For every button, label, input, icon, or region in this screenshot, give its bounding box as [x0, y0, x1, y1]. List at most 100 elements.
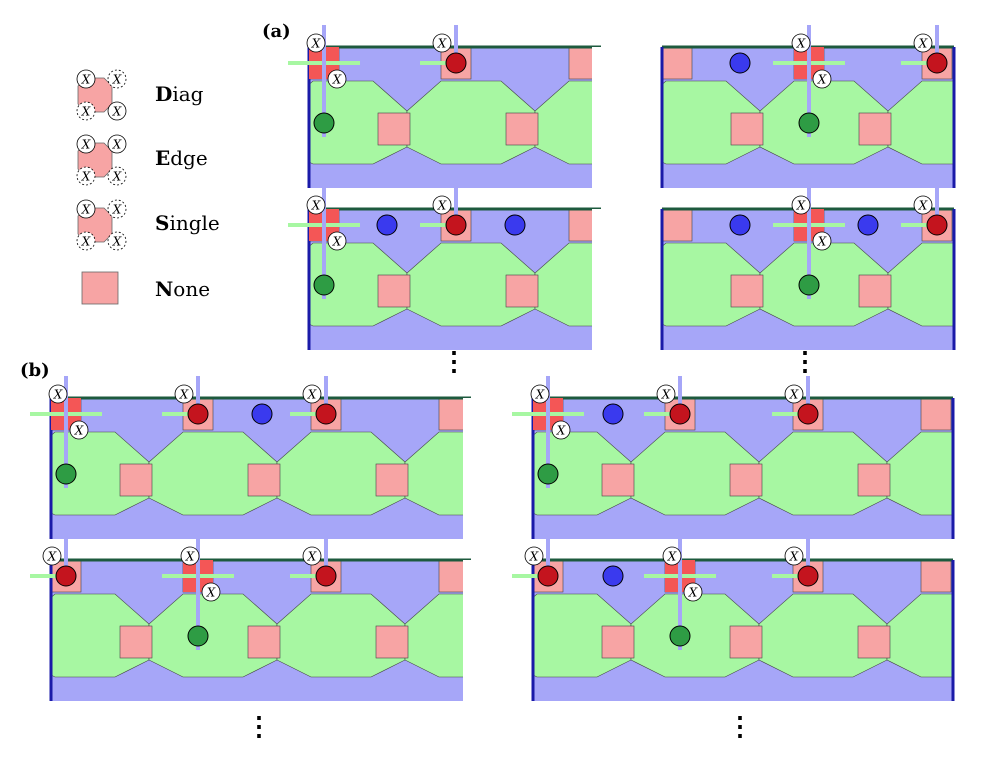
x-marker-label: X	[53, 388, 63, 402]
pink-plaquette	[375, 625, 409, 659]
x-marker-label: X	[789, 550, 799, 564]
svg-text:X: X	[81, 138, 91, 152]
pink-plaquette	[661, 208, 693, 242]
x-marker	[48, 384, 68, 404]
x-marker-label: X	[817, 235, 827, 249]
svg-text:X: X	[112, 138, 122, 152]
green-dot	[798, 112, 820, 134]
x-marker	[180, 546, 200, 566]
svg-text:X: X	[112, 73, 122, 87]
x-marker-label: X	[332, 73, 342, 87]
svg-text:X: X	[81, 235, 91, 249]
blue-dot	[857, 214, 879, 236]
x-marker	[42, 546, 62, 566]
red-dot	[187, 403, 209, 425]
svg-text:X: X	[112, 235, 122, 249]
blue-dot	[602, 403, 624, 425]
x-marker-label: X	[535, 388, 545, 402]
mask	[463, 398, 533, 539]
pink-plaquette	[729, 463, 763, 497]
red-dot	[537, 565, 559, 587]
x-marker-label: X	[661, 388, 671, 402]
legend-edge-label: Edge	[155, 146, 208, 170]
legend-single-icon: X X X X	[76, 199, 127, 251]
pink-plaquette	[858, 112, 892, 146]
x-marker	[791, 195, 811, 215]
mask	[592, 209, 662, 350]
x-marker-label: X	[918, 199, 928, 213]
x-marker	[327, 69, 347, 89]
x-marker-label: X	[185, 550, 195, 564]
x-marker	[306, 195, 326, 215]
pink-plaquette	[119, 463, 153, 497]
svg-text:X: X	[81, 203, 91, 217]
lattice-panel: X X X	[592, 187, 997, 410]
pink-plaquette	[377, 112, 411, 146]
svg-text:X: X	[112, 105, 122, 119]
pink-plaquette	[920, 397, 952, 431]
ellipsis-b-left: ⋮	[246, 712, 272, 742]
lattice-panel: X X X X	[463, 376, 997, 599]
pink-plaquette	[247, 463, 281, 497]
green-dot	[313, 112, 335, 134]
x-marker-label: X	[817, 73, 827, 87]
x-marker	[302, 546, 322, 566]
x-marker	[306, 33, 326, 53]
x-marker-label: X	[311, 199, 321, 213]
red-dot	[926, 52, 948, 74]
green-dot	[798, 274, 820, 296]
x-marker	[327, 231, 347, 251]
legend-none-label: None	[155, 277, 210, 301]
mask	[954, 47, 997, 188]
pink-plaquette	[119, 625, 153, 659]
red-dot	[445, 52, 467, 74]
red-dot	[55, 565, 77, 587]
mask	[463, 701, 997, 758]
pink-plaquette	[730, 274, 764, 308]
red-dot	[315, 403, 337, 425]
pink-plaquette	[858, 274, 892, 308]
x-marker	[662, 546, 682, 566]
green-dot	[313, 274, 335, 296]
legend-edge-icon: X X X X	[76, 134, 127, 186]
pink-plaquette	[729, 625, 763, 659]
pink-plaquette	[661, 46, 693, 80]
red-dot	[315, 565, 337, 587]
x-marker	[791, 33, 811, 53]
panel-a-label: (a)	[262, 21, 291, 42]
x-marker-label: X	[332, 235, 342, 249]
x-marker	[69, 420, 89, 440]
svg-text:X: X	[81, 170, 91, 184]
x-marker	[432, 195, 452, 215]
x-marker	[302, 384, 322, 404]
x-marker-label: X	[789, 388, 799, 402]
x-marker	[913, 195, 933, 215]
x-marker-label: X	[311, 37, 321, 51]
mask	[0, 701, 541, 758]
x-marker-label: X	[47, 550, 57, 564]
x-marker	[530, 384, 550, 404]
x-marker	[551, 420, 571, 440]
x-marker-label: X	[556, 424, 566, 438]
x-marker-label: X	[307, 388, 317, 402]
x-marker	[174, 384, 194, 404]
red-dot	[797, 565, 819, 587]
red-dot	[445, 214, 467, 236]
pink-plaquette	[375, 463, 409, 497]
green-dot	[669, 625, 691, 647]
mask	[953, 398, 997, 539]
x-marker-label: X	[918, 37, 928, 51]
x-marker	[913, 33, 933, 53]
x-marker-label: X	[437, 199, 447, 213]
legend-none-icon	[81, 271, 119, 305]
red-dot	[797, 403, 819, 425]
panel-b-label: (b)	[20, 360, 50, 381]
x-marker	[812, 231, 832, 251]
red-dot	[926, 214, 948, 236]
svg-text:X: X	[112, 203, 122, 217]
x-marker-label: X	[307, 550, 317, 564]
ellipsis-a-right: ⋮	[792, 347, 818, 377]
pink-plaquette	[920, 559, 952, 593]
green-dot	[55, 463, 77, 485]
